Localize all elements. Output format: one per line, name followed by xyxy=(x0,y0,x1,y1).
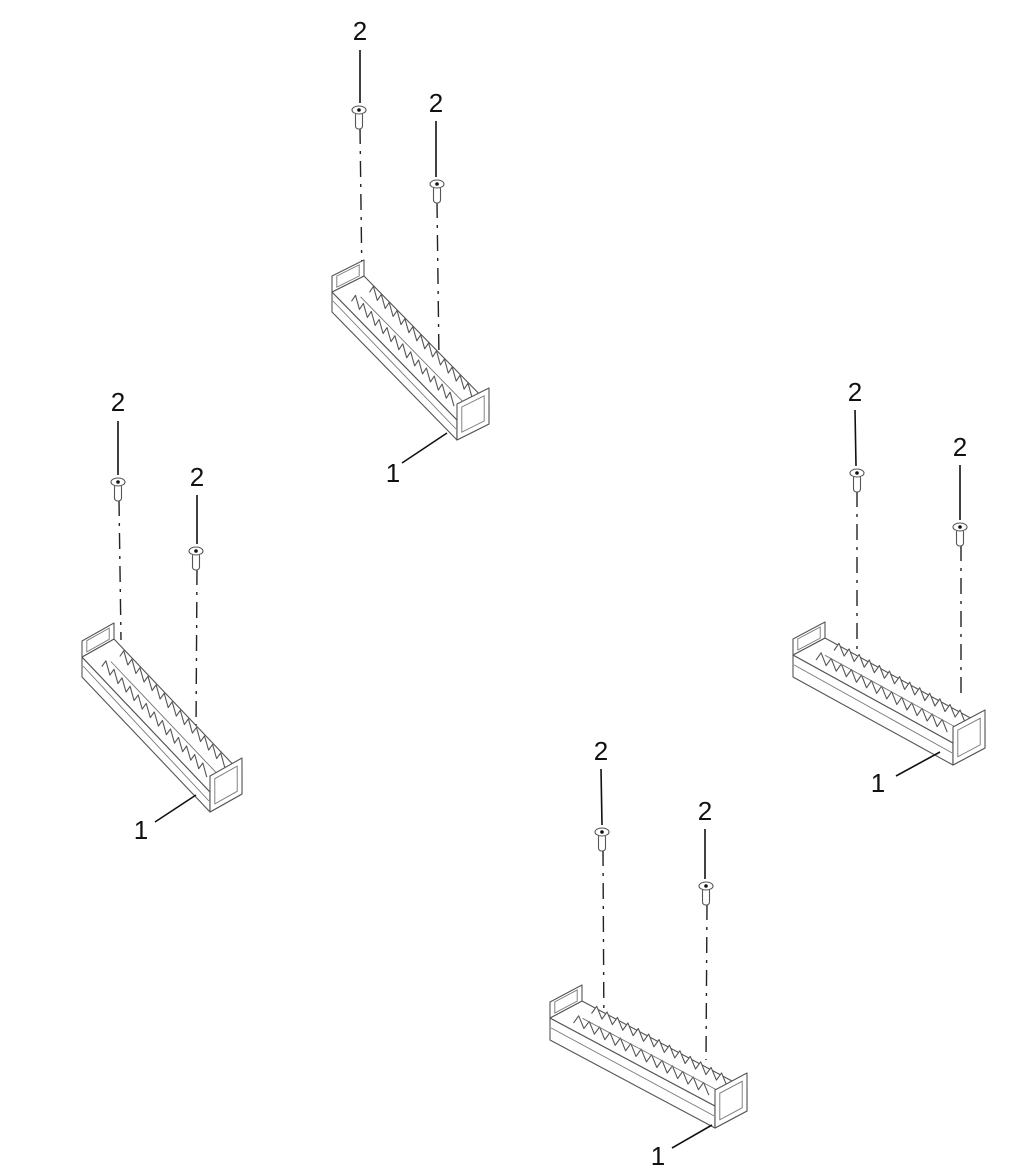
rack-part xyxy=(81,622,243,813)
centerline xyxy=(359,127,363,284)
centerline xyxy=(602,849,605,1041)
callout-screw: 2 xyxy=(429,88,443,118)
leader-line xyxy=(401,432,448,464)
screw-icon xyxy=(594,827,610,852)
assembly-top: 2 2 1 xyxy=(331,16,490,488)
leader-line xyxy=(854,409,857,467)
end-frame xyxy=(81,622,115,658)
leader-line xyxy=(154,794,197,823)
callout-screw: 2 xyxy=(953,432,967,462)
end-frame xyxy=(549,984,583,1019)
rack-part xyxy=(549,984,748,1129)
end-frame xyxy=(331,259,365,293)
screw-icon xyxy=(351,105,367,130)
screw-icon xyxy=(952,522,968,547)
screw-icon xyxy=(429,179,445,204)
callout-screw: 2 xyxy=(698,796,712,826)
teeth-row xyxy=(833,642,966,723)
callout-screw: 2 xyxy=(353,16,367,46)
callout-screw: 2 xyxy=(594,736,608,766)
callout-screw: 2 xyxy=(848,377,862,407)
callout-rack: 1 xyxy=(871,768,885,798)
screw-icon xyxy=(849,468,865,493)
assembly-bottom: 2 2 1 xyxy=(549,736,748,1169)
teeth-row xyxy=(369,285,473,398)
centerline xyxy=(705,903,708,1061)
teeth-row xyxy=(101,660,208,778)
callout-rack: 1 xyxy=(651,1141,665,1169)
teeth-row xyxy=(119,650,226,768)
screw-icon xyxy=(110,477,126,502)
teeth-row xyxy=(591,1005,728,1086)
end-frame xyxy=(952,709,986,766)
callout-screw: 2 xyxy=(111,387,125,417)
centerline xyxy=(195,568,198,731)
end-frame xyxy=(209,757,243,813)
callout-rack: 1 xyxy=(386,458,400,488)
teeth-row xyxy=(351,294,455,407)
leader-line xyxy=(671,1124,713,1149)
end-frame xyxy=(792,621,826,656)
callout-screw: 2 xyxy=(190,462,204,492)
rack-part xyxy=(792,621,986,766)
assembly-right: 2 2 1 xyxy=(792,377,986,798)
leader-line xyxy=(895,751,941,777)
assembly-left: 2 2 1 xyxy=(81,387,243,845)
screw-icon xyxy=(188,546,204,571)
leader-line xyxy=(600,768,603,826)
centerline xyxy=(436,201,440,361)
centerline xyxy=(118,499,122,641)
end-frame xyxy=(456,387,490,441)
callout-rack: 1 xyxy=(134,815,148,845)
screw-icon xyxy=(698,881,714,906)
rack-part xyxy=(331,259,490,441)
end-frame xyxy=(714,1072,748,1129)
